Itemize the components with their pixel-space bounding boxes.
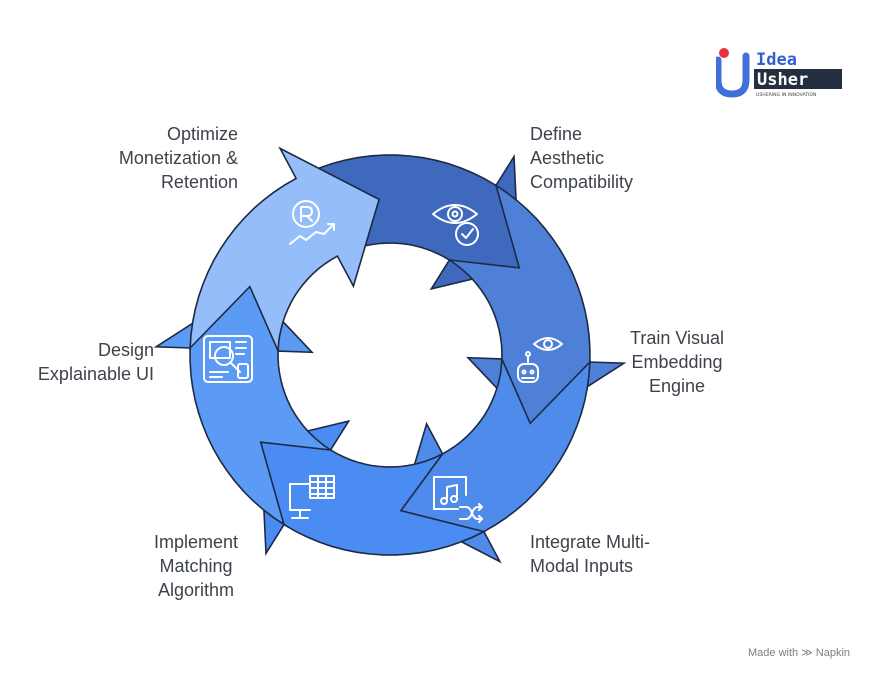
label-line: Matching bbox=[159, 556, 233, 576]
step-label-train: Train Visual Embedding Engine bbox=[630, 326, 724, 398]
label-line: Define bbox=[530, 124, 583, 144]
label-line: Optimize bbox=[166, 124, 238, 144]
logo-tagline: USHERING IN INNOVATION bbox=[756, 92, 817, 98]
label-line: Engine bbox=[648, 376, 706, 396]
logo-text-idea: Idea bbox=[756, 50, 797, 70]
cycle-segment-design bbox=[153, 285, 332, 527]
napkin-brand: Napkin bbox=[815, 647, 851, 659]
label-line: Compatibility bbox=[530, 172, 634, 192]
monitor-table-icon bbox=[289, 475, 335, 519]
music-shuffle-icon bbox=[433, 476, 483, 523]
label-line: Embedding bbox=[631, 352, 723, 372]
registered-trend-icon bbox=[289, 200, 335, 245]
label-line: Algorithm bbox=[157, 580, 234, 600]
label-line: Retention bbox=[160, 172, 238, 192]
label-line: Design bbox=[97, 340, 154, 360]
eye-check-icon bbox=[432, 204, 479, 246]
label-line: Integrate Multi- bbox=[530, 532, 651, 552]
logo-u-mark bbox=[716, 52, 750, 98]
label-line: Modal Inputs bbox=[530, 556, 634, 576]
logo-usher-bg bbox=[754, 69, 842, 89]
made-with-text: Made with bbox=[748, 647, 799, 659]
label-line: Train Visual bbox=[630, 328, 725, 348]
label-line: Implement bbox=[153, 532, 238, 552]
label-line: Monetization & bbox=[118, 148, 238, 168]
step-label-define: Define Aesthetic Compatibility bbox=[530, 122, 633, 194]
label-line: Explainable UI bbox=[37, 364, 154, 384]
ui-panel-search-icon bbox=[203, 335, 253, 383]
robot-eye-icon bbox=[517, 337, 563, 383]
cycle-segment-optimize bbox=[189, 146, 381, 352]
napkin-icon: ≫ bbox=[801, 647, 813, 659]
step-label-design: Design Explainable UI bbox=[38, 338, 154, 386]
logo-text-usher: Usher bbox=[757, 70, 808, 90]
idea-usher-logo: Idea Usher USHERING IN INNOVATION bbox=[716, 48, 842, 98]
cycle-segment-implement bbox=[259, 419, 487, 556]
step-label-optimize: Optimize Monetization & Retention bbox=[119, 122, 238, 194]
step-label-integrate: Integrate Multi- Modal Inputs bbox=[530, 530, 650, 578]
made-with-napkin: Made with ≫ Napkin bbox=[748, 646, 850, 659]
cycle-segment-integrate bbox=[399, 358, 591, 564]
logo-dot bbox=[719, 48, 729, 58]
label-line: Aesthetic bbox=[530, 148, 605, 168]
cycle-segment-train bbox=[448, 183, 627, 425]
step-label-implement: Implement Matching Algorithm bbox=[154, 530, 238, 602]
